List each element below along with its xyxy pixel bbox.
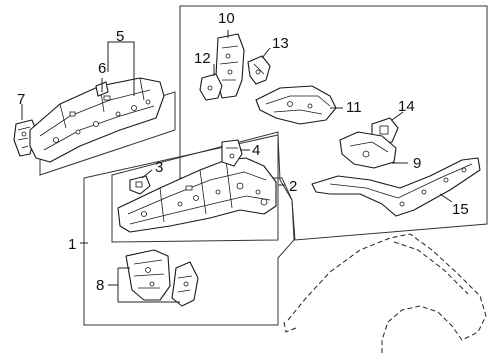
reinforcement-part-8 [125, 249, 199, 307]
panel-part-11 [255, 85, 337, 125]
callout-1: 1 [68, 236, 76, 253]
group-frame-1 [83, 134, 295, 326]
main-frame-rail-part-2 [117, 157, 277, 233]
callout-13: 13 [272, 35, 289, 52]
lower-rail-part-15 [311, 157, 481, 217]
callout-10: 10 [218, 10, 235, 27]
callout-8: 8 [96, 277, 104, 294]
bracket-part-12 [199, 73, 223, 101]
front-fender [283, 233, 487, 356]
bracket-part-9 [339, 131, 397, 169]
callout-7: 7 [17, 91, 25, 108]
callout-11: 11 [346, 99, 362, 116]
callout-15: 15 [452, 201, 469, 218]
bracket-part-4 [221, 139, 243, 167]
callout-3: 3 [155, 159, 163, 176]
bracket-part-10 [215, 33, 245, 99]
callout-12: 12 [194, 50, 211, 67]
leader-lines [21, 30, 453, 303]
callout-6: 6 [98, 60, 106, 77]
callout-4: 4 [252, 142, 260, 159]
bracket-part-3 [129, 175, 151, 195]
bracket-part-13 [247, 55, 271, 85]
callout-9: 9 [413, 155, 421, 172]
upper-frame-rail-part-5 [29, 77, 165, 163]
callout-14: 14 [398, 98, 415, 115]
callout-2: 2 [289, 178, 297, 195]
callout-5: 5 [116, 28, 124, 45]
